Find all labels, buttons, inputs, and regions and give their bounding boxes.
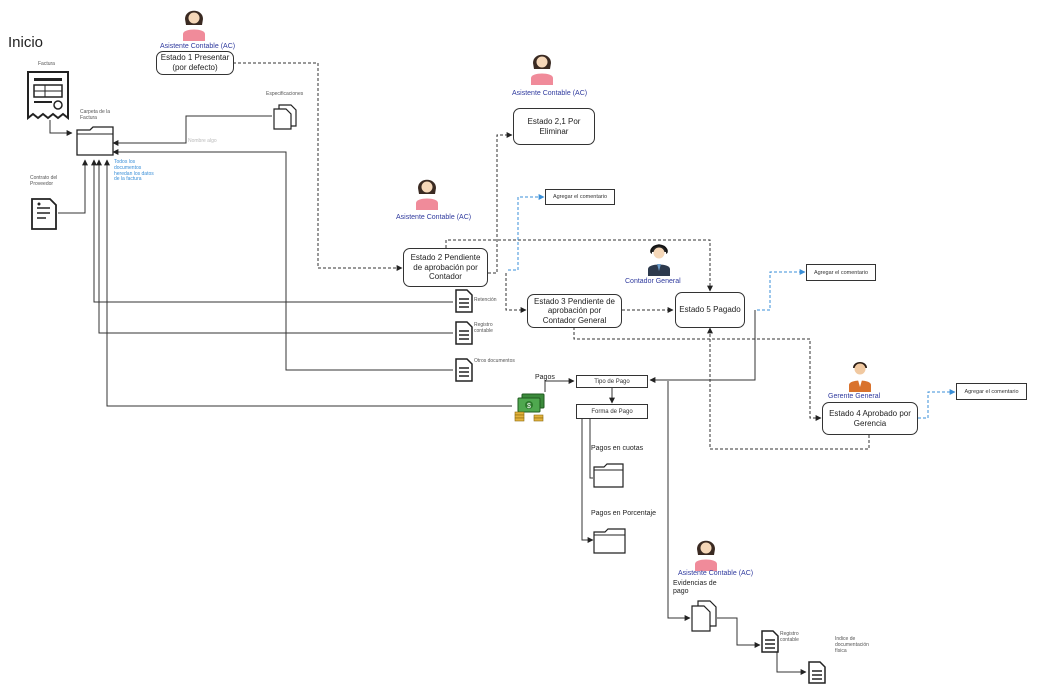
pagos-label: Pagos — [535, 374, 555, 381]
comment-box-2[interactable]: Agregar el comentario — [806, 264, 876, 281]
edge-especificaciones-carpeta — [112, 115, 272, 146]
edge-pagos-tipo — [544, 378, 575, 392]
svg-text:$: $ — [527, 403, 531, 410]
edge-e5-comment — [757, 269, 806, 311]
edge-e4-e5 — [707, 327, 870, 450]
otros-doc-icon[interactable] — [455, 358, 473, 382]
estado-4-box[interactable]: Estado 4 Aprobado por Gerencia — [822, 402, 918, 435]
retencion-label: Retención — [474, 297, 497, 303]
role-ac-1: Asistente Contable (AC) — [160, 43, 236, 50]
comment-box-3[interactable]: Agregar el comentario — [956, 383, 1027, 400]
factura-label: Factura — [38, 61, 55, 67]
edge-registro-carpeta — [96, 159, 453, 334]
registro2-doc-icon[interactable] — [761, 630, 779, 653]
edge-otros-carpeta — [112, 149, 453, 371]
edge-forma-cuotas — [589, 419, 593, 479]
evidencias-label: Evidencias de pago — [673, 580, 717, 596]
ac-avatar-3-icon — [416, 179, 438, 210]
evidencias-docs-icon[interactable] — [690, 600, 718, 632]
faded-note: Nombre algo — [188, 138, 217, 144]
cuotas-label: Pagos en cuotas — [591, 445, 644, 452]
herencia-note: Todos los documentos heredan los datos d… — [114, 159, 154, 183]
otros-label: Otros documentos — [474, 358, 515, 364]
edge-e1-e2 — [233, 62, 403, 271]
role-ac-2: Asistente Contable (AC) — [512, 90, 588, 97]
estado-1-box[interactable]: Estado 1 Presentar (por defecto) — [156, 51, 234, 75]
edge-factura-carpeta — [49, 120, 73, 136]
indice-label: Indice de documentación física — [835, 636, 869, 654]
registro2-label: Registro contable — [780, 631, 799, 643]
edge-e5-evidencias — [667, 381, 691, 621]
ac-avatar-1-icon — [183, 10, 205, 41]
role-gerente: Gerente General — [828, 393, 881, 400]
edge-e2-e21 — [488, 132, 513, 274]
documents-stack-icon[interactable] — [272, 104, 298, 130]
edge-contrato-carpeta — [58, 159, 88, 214]
especificaciones-label: Especificaciones — [266, 91, 304, 97]
edge-forma-porcentaje — [581, 419, 594, 543]
role-ac-4: Asistente Contable (AC) — [678, 570, 754, 577]
contador-avatar-icon — [648, 244, 670, 276]
edge-e2-e3 — [505, 273, 527, 313]
role-ac-3: Asistente Contable (AC) — [396, 214, 472, 221]
ac-avatar-4-icon — [695, 540, 717, 571]
registro-label: Registro contable — [474, 322, 493, 334]
contract-icon[interactable] — [30, 198, 58, 230]
indice-doc-icon[interactable] — [808, 661, 826, 684]
money-icon[interactable]: $ — [514, 392, 546, 422]
registro-doc-icon[interactable] — [455, 321, 473, 345]
tipo-pago-box[interactable]: Tipo de Pago — [576, 375, 648, 388]
folder-icon[interactable] — [76, 126, 114, 156]
contrato-label: Contrato del Proveedor — [30, 175, 58, 187]
edge-retencion-carpeta — [91, 159, 453, 303]
role-contador: Contador General — [625, 278, 681, 285]
estado-3-box[interactable]: Estado 3 Pendiente de aprobación por Con… — [527, 294, 622, 328]
forma-pago-box[interactable]: Forma de Pago — [576, 404, 648, 419]
cuotas-folder-icon[interactable] — [593, 463, 624, 488]
porcentaje-label: Pagos en Porcentaje — [591, 510, 656, 517]
porcentaje-folder-icon[interactable] — [593, 528, 626, 554]
edge-e2-comment — [508, 194, 545, 271]
edge-e3-e4 — [573, 327, 822, 421]
estado-5-box[interactable]: Estado 5 Pagado — [675, 292, 745, 328]
carpeta-label: Carpeta de la Factura — [80, 109, 111, 121]
edge-evidencias-registro — [717, 617, 761, 648]
comment-box-1[interactable]: Agregar el comentario — [545, 189, 615, 205]
invoice-icon — [27, 71, 69, 120]
edge-e4-comment — [918, 389, 956, 419]
edge-e2-e5 — [445, 239, 713, 292]
page-title: Inicio — [8, 34, 44, 51]
estado-2-box[interactable]: Estado 2 Pendiente de aprobación por Con… — [403, 248, 488, 287]
estado-2-1-box[interactable]: Estado 2,1 Por Eliminar — [513, 108, 595, 145]
edge-registro-indice — [776, 652, 807, 675]
edge-e5-tipo — [649, 310, 756, 383]
edge-pagos-carpeta — [104, 159, 512, 407]
ac-avatar-2-icon — [531, 54, 553, 85]
retencion-doc-icon[interactable] — [455, 289, 473, 313]
gerente-avatar-icon — [849, 362, 871, 392]
